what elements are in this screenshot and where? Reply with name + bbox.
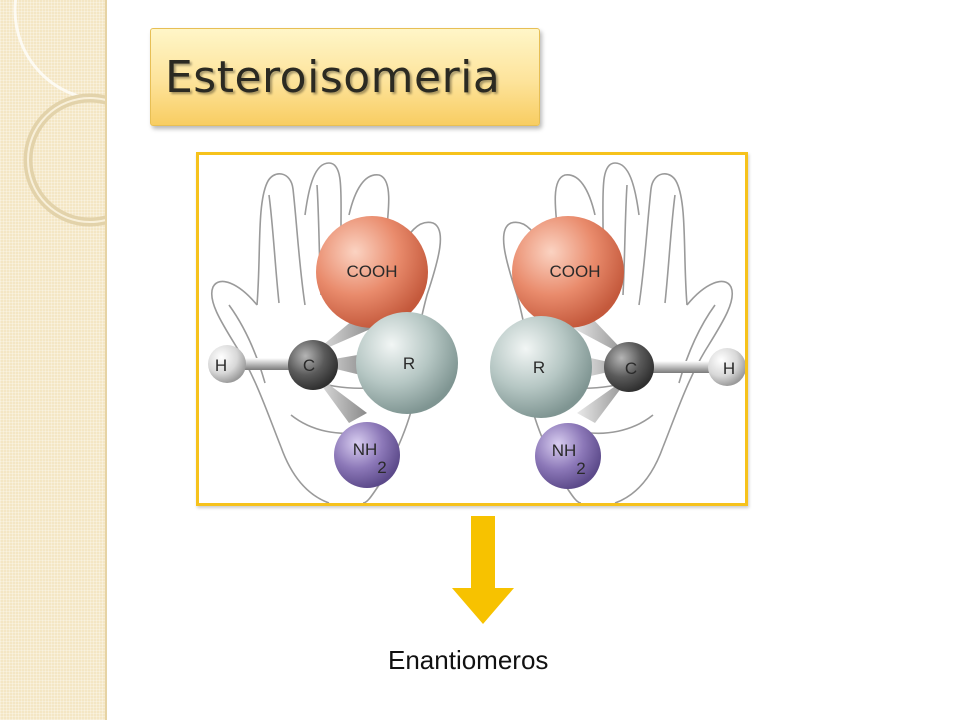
left-molecule: COOH H C R NH 2 (208, 216, 458, 488)
left-nh2-atom (334, 422, 400, 488)
left-nh2-subscript: 2 (377, 458, 386, 477)
left-r-atom (356, 312, 458, 414)
right-r-atom (490, 316, 592, 418)
slide-title: Esteroisomeria (165, 51, 501, 103)
left-h-atom (208, 345, 246, 383)
hands-molecules-illustration: COOH H C R NH 2 COOH H C R NH 2 (208, 162, 745, 503)
caption-enantiomeros: Enantiomeros (388, 645, 549, 675)
enantiomer-figure: COOH H C R NH 2 COOH H C R NH 2 (196, 152, 748, 506)
decorative-side-band (0, 0, 107, 720)
right-nh2-atom (535, 423, 601, 489)
right-molecule: COOH H C R NH 2 (490, 216, 745, 489)
left-r-label: R (403, 354, 415, 373)
right-r-label: R (533, 358, 545, 377)
right-nh-label: NH (552, 441, 577, 460)
left-c-label: C (303, 356, 315, 375)
slide-title-box: Esteroisomeria (150, 28, 540, 126)
right-c-atom (604, 342, 654, 392)
right-c-label: C (625, 359, 637, 378)
right-cooh-atom (512, 216, 624, 328)
left-h-label: H (215, 356, 227, 375)
right-h-atom (708, 348, 745, 386)
left-nh-label: NH (353, 440, 378, 459)
down-arrow-icon (452, 516, 514, 624)
left-c-atom (288, 340, 338, 390)
right-nh2-subscript: 2 (576, 459, 585, 478)
right-h-label: H (723, 359, 735, 378)
left-cooh-atom (316, 216, 428, 328)
left-r-bond (311, 353, 369, 377)
decorative-circles (13, 0, 105, 227)
right-cooh-label: COOH (550, 262, 601, 281)
left-cooh-label: COOH (347, 262, 398, 281)
